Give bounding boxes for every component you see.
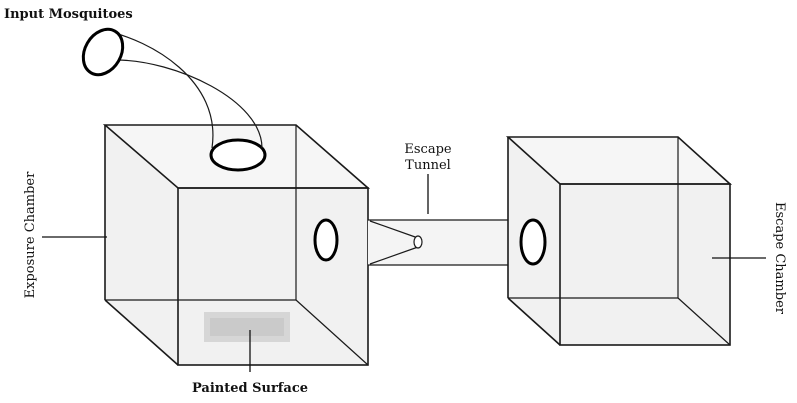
exposure-chamber-back-edge-diagonal xyxy=(295,299,369,366)
input-tube-outline-right xyxy=(115,59,263,149)
escape-tunnel xyxy=(368,219,530,266)
label-exposure-chamber: Exposure Chamber xyxy=(23,171,38,298)
exposure-chamber-bottom-left-edge xyxy=(104,299,179,366)
exposure-chamber-left-face xyxy=(105,125,178,365)
label-painted-surface: Painted Surface xyxy=(192,381,308,396)
input-tube-opening xyxy=(81,27,125,77)
escape-chamber-entry-hole xyxy=(519,218,547,266)
escape-chamber-bottom-left-edge xyxy=(507,297,561,346)
escape-tunnel-fill xyxy=(368,220,530,265)
input-tube xyxy=(81,27,263,149)
label-escape-chamber: Escape Chamber xyxy=(772,202,787,315)
exposure-chamber-top-opening xyxy=(209,138,267,172)
escape-chamber-back-edge-diagonal xyxy=(677,297,731,346)
input-tube-outline-left xyxy=(105,30,214,149)
exposure-chamber-exit-hole xyxy=(313,218,339,262)
label-escape-tunnel-line2: Tunnel xyxy=(405,158,451,173)
exposure-chamber xyxy=(102,124,371,366)
label-escape-tunnel-line1: Escape xyxy=(404,142,452,157)
funnel-top-line xyxy=(369,220,419,239)
escape-chamber-front-outline xyxy=(559,183,731,346)
escape-chamber-front-face xyxy=(560,184,730,345)
label-input-mosquitoes: Input Mosquitoes xyxy=(4,7,133,22)
painted-surface-texture xyxy=(210,318,284,336)
funnel-opening xyxy=(413,235,423,249)
escape-chamber xyxy=(505,136,733,346)
escape-chamber-top-face xyxy=(508,137,730,184)
funnel-bottom-line xyxy=(369,246,419,265)
exposure-chamber-front-outline xyxy=(177,187,369,366)
